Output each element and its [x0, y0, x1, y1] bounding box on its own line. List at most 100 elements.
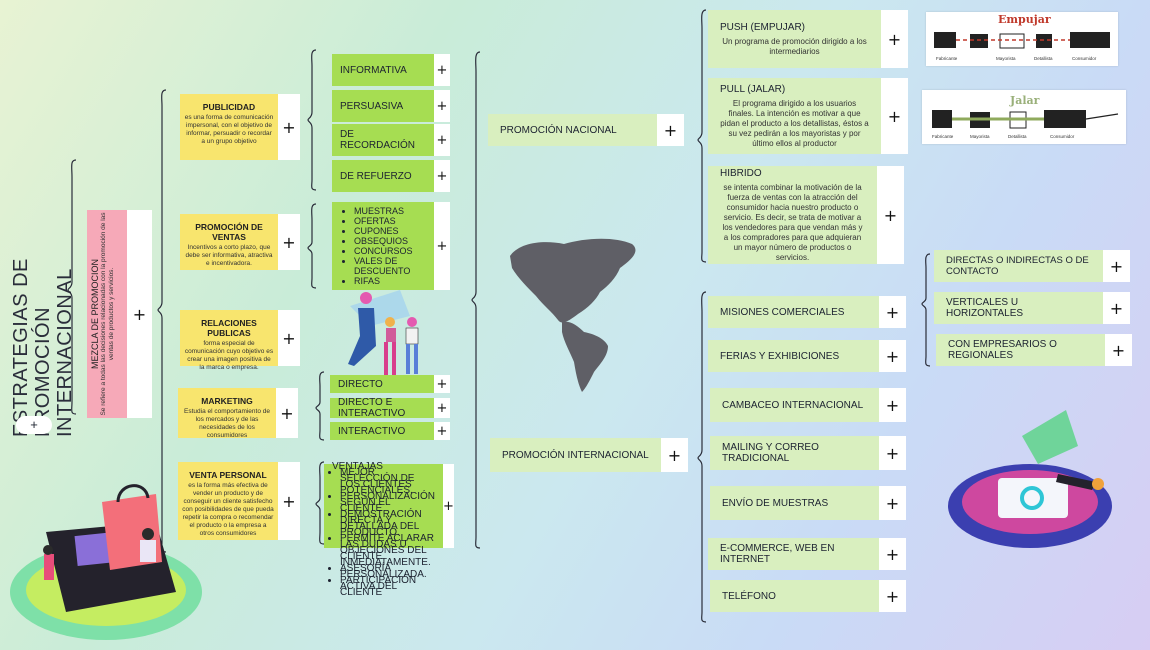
ventajas-expand-button[interactable]: +	[443, 464, 454, 548]
promocion-internacional-node: PROMOCIÓN INTERNACIONAL +	[490, 438, 688, 472]
hibrido-card: HIBRIDO se intenta combinar la motivació…	[708, 166, 877, 264]
mkt-directo-interactivo-expand-button[interactable]: +	[434, 398, 450, 418]
hibrido-title: HIBRIDO	[720, 167, 762, 179]
americas-map-illustration	[510, 238, 636, 392]
intl-misiones-label: MISIONES COMERCIALES	[708, 296, 879, 328]
mkt-directo-label: DIRECTO	[330, 375, 434, 393]
pull-node: PULL (JALAR) El programa dirigido a los …	[708, 78, 908, 154]
intl-ferias-expand-button[interactable]: +	[879, 340, 906, 372]
tipo-recordacion: DE RECORDACIÓN +	[332, 124, 450, 156]
push-diagram-image: Empujar Fabricante Mayorista Detallista …	[926, 12, 1118, 66]
mkt-interactivo-label: INTERACTIVO	[330, 422, 434, 440]
promo-items-list: MUESTRASOFERTASCUPONESOBSEQUIOSCONCURSOS…	[354, 206, 426, 286]
misiones-empresarios-expand-button[interactable]: +	[1105, 334, 1132, 366]
promo-items-expand-button[interactable]: +	[434, 202, 450, 290]
misiones-verticales: VERTICALES U HORIZONTALES +	[934, 292, 1130, 324]
mkt-interactivo: INTERACTIVO +	[330, 422, 450, 440]
tipo-persuasiva-label: PERSUASIVA	[332, 90, 434, 122]
tipo-refuerzo-expand-button[interactable]: +	[434, 160, 450, 192]
relaciones-publicas-expand-button[interactable]: +	[278, 310, 300, 366]
venta-personal-title: VENTA PERSONAL	[189, 470, 267, 480]
venta-personal-card: VENTA PERSONAL es la forma más efectiva …	[178, 462, 278, 540]
intl-mailing-expand-button[interactable]: +	[879, 436, 906, 470]
tipo-persuasiva-expand-button[interactable]: +	[434, 90, 450, 122]
promo-item: OBSEQUIOS	[354, 236, 426, 246]
ventajas-list: MEJOR SELECCIÓN DE LOS CLIENTES POTENCIA…	[340, 468, 435, 598]
promocion-nacional-label: PROMOCIÓN NACIONAL	[488, 114, 657, 146]
misiones-empresarios: CON EMPRESARIOS O REGIONALES +	[936, 334, 1132, 366]
pull-desc: El programa dirigido a los usuarios fina…	[720, 98, 869, 148]
intl-ecommerce: E-COMMERCE, WEB EN INTERNET +	[708, 538, 906, 570]
tipo-recordacion-expand-button[interactable]: +	[434, 124, 450, 156]
promocion-ventas-card: PROMOCIÓN DE VENTAS Incentivos a corto p…	[180, 214, 278, 270]
tipo-refuerzo: DE REFUERZO +	[332, 160, 450, 192]
people-illustration	[348, 290, 419, 382]
intl-misiones-expand-button[interactable]: +	[879, 296, 906, 328]
promo-items-node: MUESTRASOFERTASCUPONESOBSEQUIOSCONCURSOS…	[332, 202, 450, 290]
promo-item: MUESTRAS	[354, 206, 426, 216]
mezcla-card: MEZCLA DE PROMOCION Se refiere a todas l…	[87, 210, 127, 418]
intl-muestras-expand-button[interactable]: +	[879, 486, 906, 520]
tipo-informativa-expand-button[interactable]: +	[434, 54, 450, 86]
relaciones-publicas-node: RELACIONES PUBLICAS forma especial de co…	[180, 310, 300, 371]
intl-telefono-expand-button[interactable]: +	[879, 580, 906, 612]
mkt-directo: DIRECTO +	[330, 375, 450, 393]
hibrido-desc: se intenta combinar la motivación de la …	[722, 182, 863, 262]
push-title: PUSH (EMPUJAR)	[720, 21, 806, 33]
push-label-detallista: Detallista	[1034, 56, 1053, 61]
intl-cambaceo-expand-button[interactable]: +	[879, 388, 906, 422]
promo-item: CONCURSOS	[354, 246, 426, 256]
misiones-verticales-expand-button[interactable]: +	[1103, 292, 1130, 324]
push-label-mayorista: Mayorista	[996, 56, 1016, 61]
misiones-verticales-label: VERTICALES U HORIZONTALES	[934, 292, 1103, 324]
marketing-expand-button[interactable]: +	[276, 388, 298, 438]
publicidad-expand-button[interactable]: +	[278, 94, 300, 160]
promocion-ventas-expand-button[interactable]: +	[278, 214, 300, 270]
push-label-consumidor: Consumidor	[1072, 56, 1097, 61]
page-title: ESTRATEGIAS DE PROMOCIÓN INTERNACIONAL	[10, 258, 76, 437]
relaciones-publicas-desc: forma especial de comunicación cuyo obje…	[184, 340, 274, 371]
venta-personal-node: VENTA PERSONAL es la forma más efectiva …	[178, 462, 300, 540]
intl-ecommerce-expand-button[interactable]: +	[879, 538, 906, 570]
pull-title: PULL (JALAR)	[720, 83, 786, 95]
promo-item: OFERTAS	[354, 216, 426, 226]
marketing-card: MARKETING Estudia el comportamiento de l…	[178, 388, 276, 439]
promocion-internacional-expand-button[interactable]: +	[661, 438, 688, 472]
push-expand-button[interactable]: +	[881, 10, 908, 68]
intl-muestras-label: ENVÍO DE MUESTRAS	[710, 486, 879, 520]
intl-cambaceo: CAMBACEO INTERNACIONAL +	[710, 388, 906, 422]
mkt-directo-expand-button[interactable]: +	[434, 375, 450, 393]
hibrido-expand-button[interactable]: +	[877, 166, 904, 264]
relaciones-publicas-title: RELACIONES PUBLICAS	[201, 318, 257, 338]
shopping-illustration	[10, 484, 202, 640]
pull-expand-button[interactable]: +	[881, 78, 908, 154]
title-expand-button[interactable]: +	[16, 416, 52, 434]
mkt-directo-interactivo-label: DIRECTO E INTERACTIVO	[330, 397, 434, 419]
marketing-node: MARKETING Estudia el comportamiento de l…	[178, 388, 298, 439]
marketing-title: MARKETING	[201, 396, 253, 406]
pull-label-detallista: Detallista	[1008, 134, 1027, 139]
email-illustration	[948, 410, 1112, 548]
tipo-recordacion-label: DE RECORDACIÓN	[332, 124, 434, 156]
promocion-nacional-expand-button[interactable]: +	[657, 114, 684, 146]
pull-diagram-figures	[932, 110, 1119, 129]
ventaja-item: PERSONALIZACIÓN SEGÚN EL CLIENTE	[340, 492, 435, 514]
ventajas-node: VENTAJAS MEJOR SELECCIÓN DE LOS CLIENTES…	[324, 461, 454, 598]
promocion-ventas-title: PROMOCIÓN DE VENTAS	[195, 222, 263, 242]
intl-muestras: ENVÍO DE MUESTRAS +	[710, 486, 906, 520]
promo-item: VALES DE DESCUENTO	[354, 256, 426, 276]
title-container: ESTRATEGIAS DE PROMOCIÓN INTERNACIONAL	[10, 177, 76, 437]
push-diagram-figures	[934, 32, 1110, 49]
misiones-directas: DIRECTAS O INDIRECTAS O DE CONTACTO +	[934, 250, 1130, 282]
mezcla-expand-button[interactable]: +	[127, 210, 152, 418]
pull-card: PULL (JALAR) El programa dirigido a los …	[708, 78, 881, 154]
mkt-interactivo-expand-button[interactable]: +	[434, 422, 450, 440]
venta-personal-expand-button[interactable]: +	[278, 462, 300, 540]
venta-personal-desc: es la forma más efectiva de vender un pr…	[182, 482, 274, 537]
intl-misiones: MISIONES COMERCIALES +	[708, 296, 906, 328]
ventajas-heading: VENTAJAS	[332, 461, 383, 472]
mkt-directo-interactivo: DIRECTO E INTERACTIVO +	[330, 397, 450, 419]
publicidad-card: PUBLICIDAD es una forma de comunicación …	[180, 94, 278, 160]
misiones-directas-expand-button[interactable]: +	[1103, 250, 1130, 282]
